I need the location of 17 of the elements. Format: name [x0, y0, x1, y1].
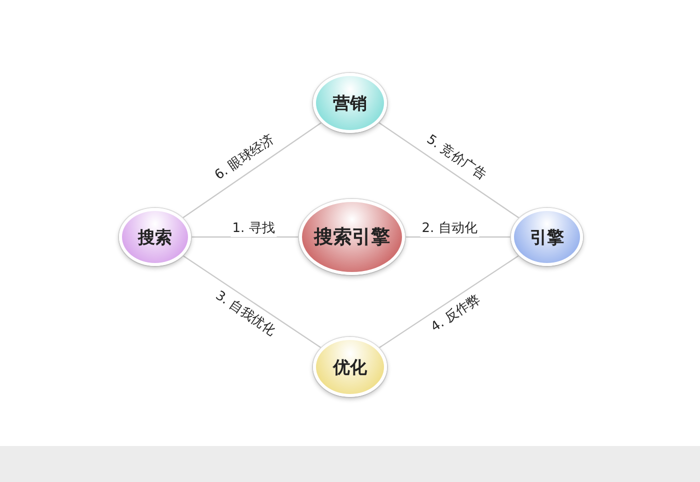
- node-label: 搜索引擎: [314, 225, 390, 250]
- connector-line: [405, 236, 511, 238]
- connector-line: [378, 254, 520, 349]
- connector-line: [182, 255, 322, 348]
- ellipse-node: [313, 73, 387, 133]
- connector-line: [378, 122, 520, 219]
- node-label: 引擎: [530, 226, 564, 248]
- ellipse-node: [511, 208, 583, 266]
- edge-label: 1. 寻找: [230, 221, 277, 237]
- connector-line: [191, 236, 299, 238]
- connector-line: [182, 122, 322, 219]
- ellipse-node: [313, 337, 387, 397]
- node-label: 优化: [333, 356, 367, 378]
- node-label: 搜索: [138, 226, 172, 248]
- edge-label: 2. 自动化: [420, 221, 480, 237]
- node-label: 营销: [333, 92, 367, 114]
- ellipse-node: [119, 208, 191, 266]
